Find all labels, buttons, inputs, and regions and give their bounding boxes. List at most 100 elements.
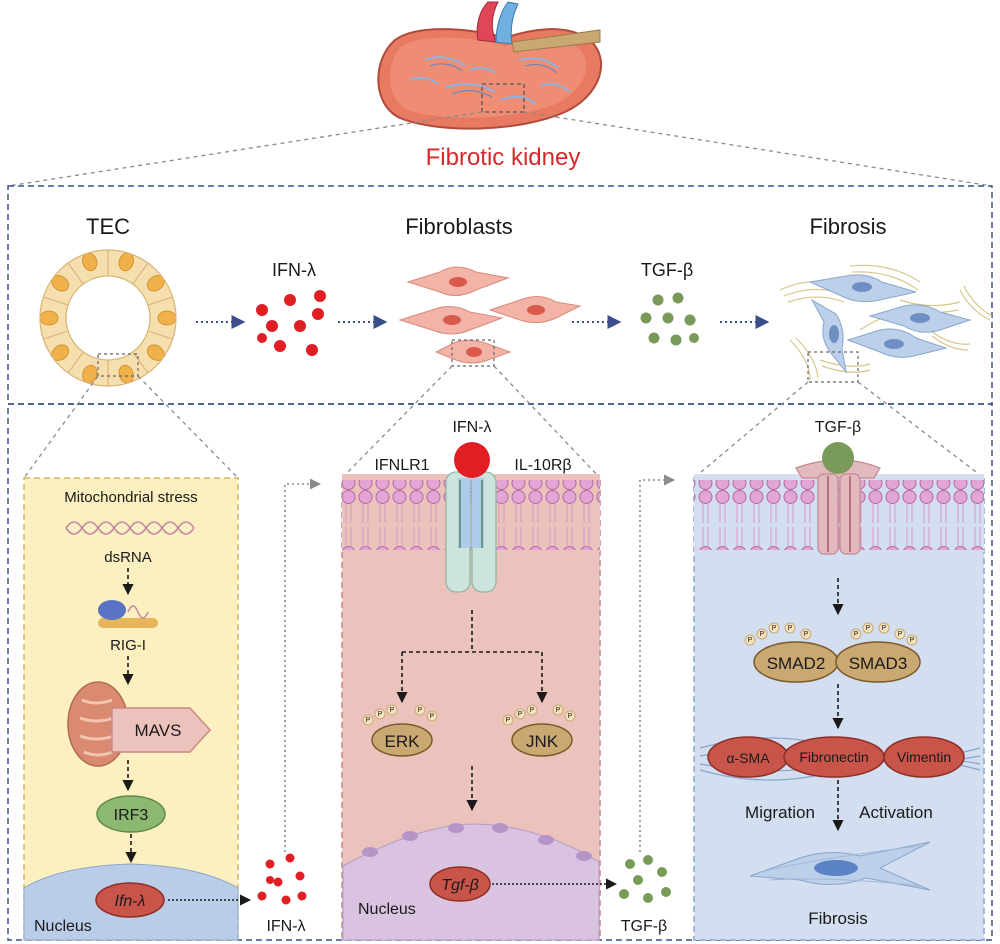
fib-jnk-label: JNK (526, 732, 559, 751)
svg-text:P: P (854, 631, 859, 638)
tgf-transfer-arrow (639, 474, 676, 852)
tec-ring-edge (39, 249, 177, 387)
fibroblast-membrane (342, 480, 600, 550)
svg-text:P: P (788, 625, 793, 632)
tec-mito-stress-label: Mitochondrial stress (64, 489, 197, 506)
fibrosis-migration-label: Migration (745, 803, 815, 822)
fibrosis-membrane (694, 480, 984, 550)
svg-text:P: P (518, 711, 523, 718)
cytokine-label-ifn: IFN-λ (272, 260, 316, 280)
fibrosis-asma-label: α-SMA (726, 750, 770, 766)
fib-secreted-label: TGF-β (621, 918, 668, 935)
vimentin-protein (883, 736, 965, 778)
panel-zoom-lines (23, 365, 985, 479)
dsrna-helix-icon (65, 521, 195, 535)
fibroblast-zoom-box (451, 339, 495, 367)
svg-text:P: P (390, 707, 395, 714)
tec-ring-base (40, 250, 176, 386)
fibrosis-smad2-label: SMAD2 (767, 654, 826, 673)
svg-text:P: P (506, 717, 511, 724)
tec-cell-border (43, 330, 69, 340)
zoom-line-left (7, 111, 483, 187)
tec-cell-border (147, 330, 173, 340)
svg-text:P: P (430, 713, 435, 720)
fibrosis-vimentin-label: Vimentin (897, 749, 951, 765)
stage-label-tec: TEC (86, 214, 130, 239)
fibrosis-cells (779, 264, 993, 381)
kidney-illustration (377, 1, 603, 130)
fibrosis-fibronectin-label: Fibronectin (799, 749, 868, 765)
fib-ligand-label: IFN-λ (452, 419, 491, 436)
secreted-ifn-dots (257, 853, 307, 905)
cytokine-label-tgf: TGF-β (641, 260, 693, 280)
tec-cell-border (147, 296, 173, 306)
svg-text:P: P (530, 707, 535, 714)
tec-cell-nucleus (39, 310, 59, 326)
page-title: Fibrotic kidney (426, 144, 581, 171)
tec-cell-nucleus (157, 310, 177, 326)
zoom-line-right (523, 111, 993, 187)
irf3-protein (96, 795, 166, 833)
tec-dsrna-label: dsRNA (104, 549, 152, 566)
tec-gene-label: Ifn-λ (115, 893, 146, 910)
tec-tubule-ring (39, 249, 177, 387)
fibroblast-cells (398, 266, 582, 364)
svg-text:P: P (882, 625, 887, 632)
tec-nucleus-label: Nucleus (34, 918, 92, 935)
ifn-receptor (445, 471, 497, 593)
svg-text:P: P (556, 707, 561, 714)
tec-rigi-label: RIG-I (110, 637, 146, 654)
tec-cell-border (132, 351, 149, 374)
ifn-transfer-arrow (284, 478, 322, 852)
fibrosis-activation-label: Activation (859, 803, 933, 822)
svg-text:P: P (760, 631, 765, 638)
fib-receptor-right-label: IL-10Rβ (514, 457, 571, 474)
secreted-tgf-dots (619, 855, 671, 903)
fib-gene-label: Tgf-β (441, 877, 479, 894)
jnk-protein (502, 704, 576, 757)
tec-secreted-label: IFN-λ (266, 918, 305, 935)
svg-text:P: P (418, 707, 423, 714)
svg-text:P: P (568, 713, 573, 720)
nuclear-pores (362, 823, 592, 861)
fibrosis-ligand-label: TGF-β (815, 419, 862, 436)
fibrosis-zoom-box (807, 351, 859, 383)
fib-gene-oval (429, 866, 491, 902)
tgf-receptor (795, 459, 881, 555)
tgf-ligand (822, 442, 854, 474)
rig-i-protein-icon (98, 600, 158, 628)
tec-mavs-label: MAVS (135, 721, 182, 740)
mavs-protein (111, 707, 212, 753)
tec-cell-border (43, 296, 69, 306)
smad-complex (744, 622, 921, 683)
svg-text:P: P (748, 637, 753, 644)
tec-cell-border (132, 262, 149, 285)
erk-protein (362, 704, 438, 757)
svg-text:P: P (910, 637, 915, 644)
svg-text:P: P (866, 625, 871, 632)
tec-gene-oval (95, 882, 165, 918)
svg-text:P: P (772, 625, 777, 632)
tec-irf3-label: IRF3 (114, 807, 149, 824)
stage-label-fibroblasts: Fibroblasts (405, 214, 513, 239)
svg-text:P: P (378, 711, 383, 718)
tec-zoom-box (97, 353, 139, 377)
tec-cell-border (67, 351, 84, 374)
stage-label-fibrosis: Fibrosis (809, 214, 886, 239)
fib-erk-label: ERK (385, 732, 421, 751)
tec-cell-border (67, 262, 84, 285)
ifn-lambda-dots (256, 290, 326, 356)
svg-text:P: P (804, 631, 809, 638)
ifn-ligand (454, 442, 490, 478)
activated-fibroblast-icon (749, 841, 931, 891)
fibrosis-smad3-label: SMAD3 (849, 654, 908, 673)
fib-receptor-left-label: IFNLR1 (374, 457, 429, 474)
svg-text:P: P (898, 631, 903, 638)
tec-ring-edge (65, 275, 151, 361)
fib-nucleus-label: Nucleus (358, 901, 416, 918)
svg-text:P: P (366, 717, 371, 724)
tgf-beta-dots (640, 292, 699, 346)
fibrosis-outcome-label: Fibrosis (808, 909, 868, 928)
